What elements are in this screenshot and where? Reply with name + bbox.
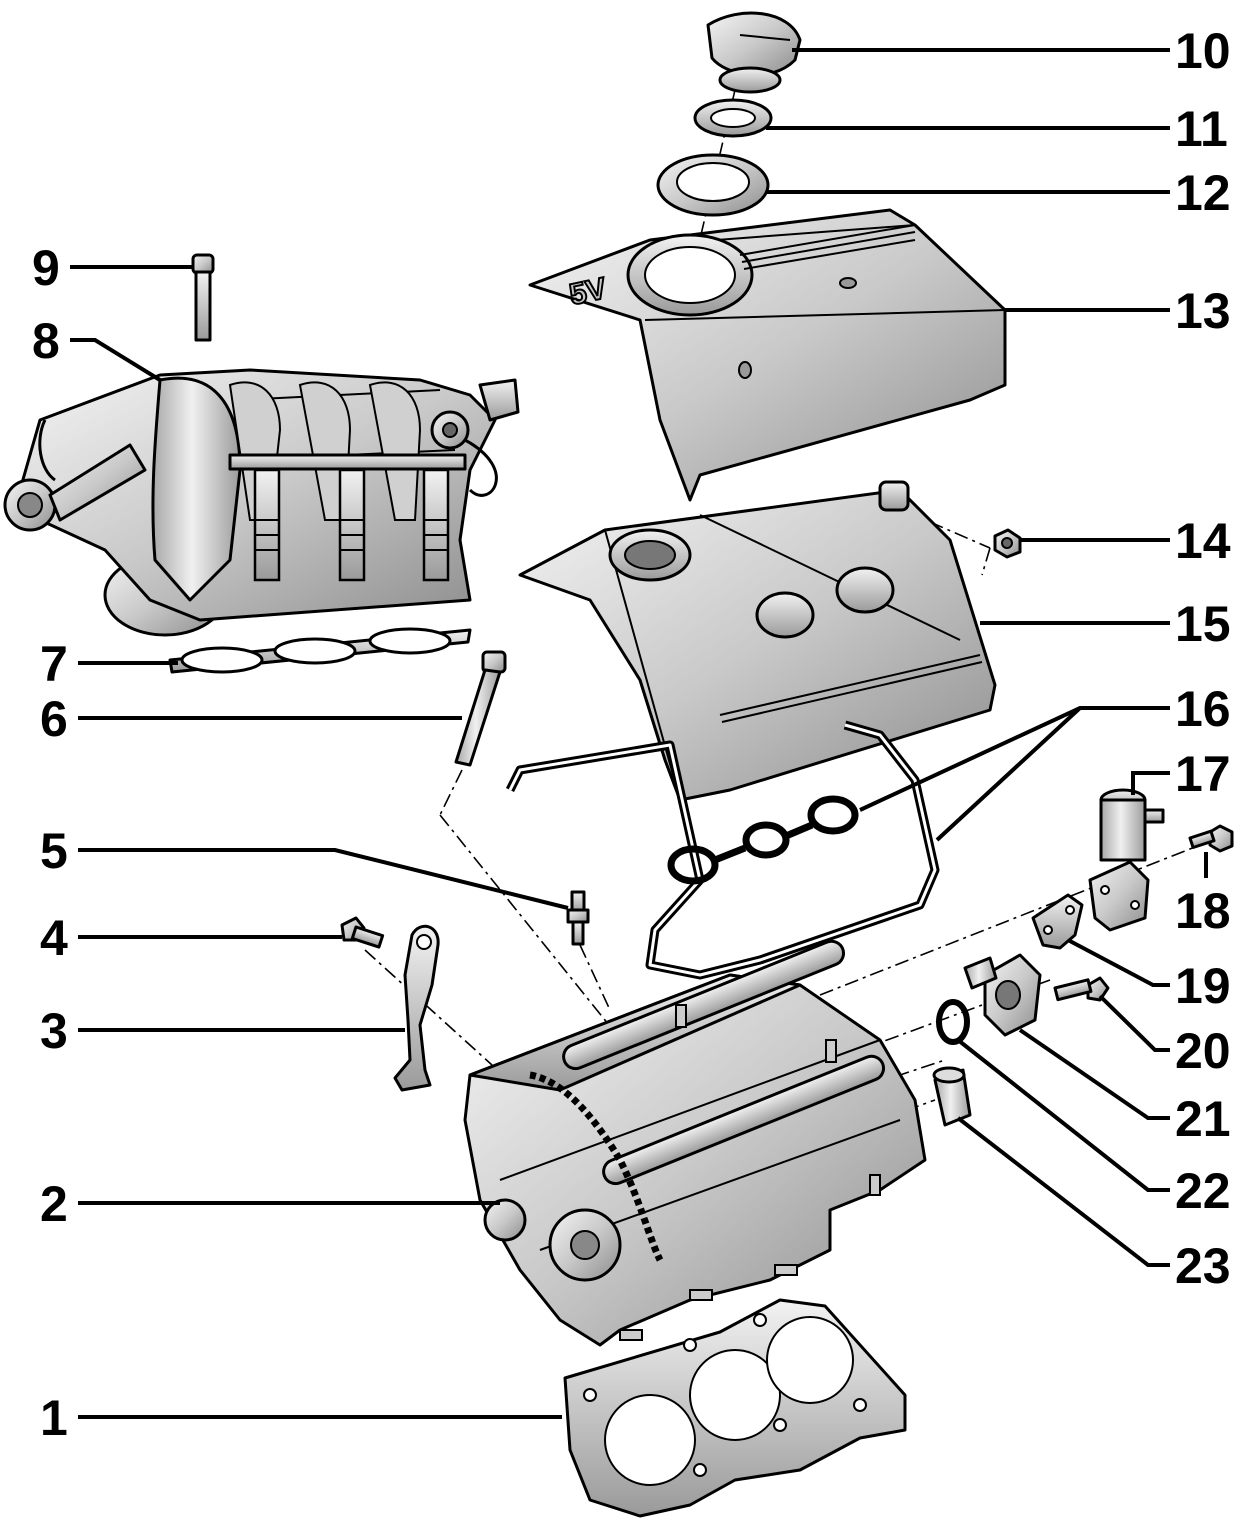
part-flange-17 bbox=[1088, 788, 1165, 932]
callout-8: 8 bbox=[32, 313, 60, 369]
part-engine-cover: 5V bbox=[528, 208, 1007, 502]
part-bolt-9 bbox=[191, 253, 215, 342]
callout-4: 4 bbox=[40, 910, 68, 966]
callout-17: 17 bbox=[1175, 746, 1231, 802]
part-bolt-18 bbox=[1188, 824, 1234, 853]
part-bolt-20 bbox=[1053, 976, 1110, 1002]
callout-11: 11 bbox=[1175, 101, 1228, 157]
part-valve-cover-gaskets bbox=[505, 720, 940, 980]
callout-2: 2 bbox=[40, 1176, 68, 1232]
part-cylinder-head-gasket bbox=[563, 1298, 907, 1518]
callout-5: 5 bbox=[40, 823, 68, 879]
part-sleeve bbox=[932, 1066, 972, 1127]
callout-7: 7 bbox=[40, 636, 68, 692]
callout-20: 20 bbox=[1175, 1023, 1231, 1079]
part-intake-gasket bbox=[168, 627, 472, 674]
part-intake-manifold bbox=[3, 368, 520, 637]
callout-22: 22 bbox=[1175, 1163, 1231, 1219]
callout-15: 15 bbox=[1175, 596, 1231, 652]
callout-12: 12 bbox=[1175, 165, 1231, 221]
part-oil-filler-cap bbox=[706, 11, 802, 94]
part-cylinder-head bbox=[463, 939, 927, 1347]
callout-21: 21 bbox=[1175, 1091, 1231, 1147]
part-nut bbox=[993, 528, 1022, 559]
part-bolt-6 bbox=[454, 650, 507, 767]
callout-3: 3 bbox=[40, 1003, 68, 1059]
callout-9: 9 bbox=[32, 240, 60, 296]
part-gasket-19 bbox=[1031, 893, 1084, 950]
part-seal-ring bbox=[656, 153, 770, 217]
callout-6: 6 bbox=[40, 691, 68, 747]
callout-13: 13 bbox=[1175, 283, 1231, 339]
callout-23: 23 bbox=[1175, 1238, 1231, 1294]
callout-16: 16 bbox=[1175, 681, 1231, 737]
callout-18: 18 bbox=[1175, 883, 1231, 939]
part-o-ring bbox=[936, 999, 970, 1045]
callout-19: 19 bbox=[1175, 958, 1231, 1014]
leader-lines bbox=[70, 48, 1208, 1419]
part-valve-cover bbox=[518, 480, 997, 802]
callout-14: 14 bbox=[1175, 513, 1231, 569]
part-bracket bbox=[393, 924, 440, 1092]
callout-labels: 1 2 3 4 5 6 7 8 9 10 11 12 13 14 15 16 1… bbox=[32, 23, 1231, 1446]
part-sensor-5 bbox=[566, 890, 590, 946]
part-coolant-flange bbox=[963, 953, 1042, 1037]
part-bolt-4 bbox=[340, 916, 385, 949]
callout-10: 10 bbox=[1175, 23, 1231, 79]
callout-1: 1 bbox=[40, 1390, 68, 1446]
part-washer bbox=[693, 98, 773, 138]
